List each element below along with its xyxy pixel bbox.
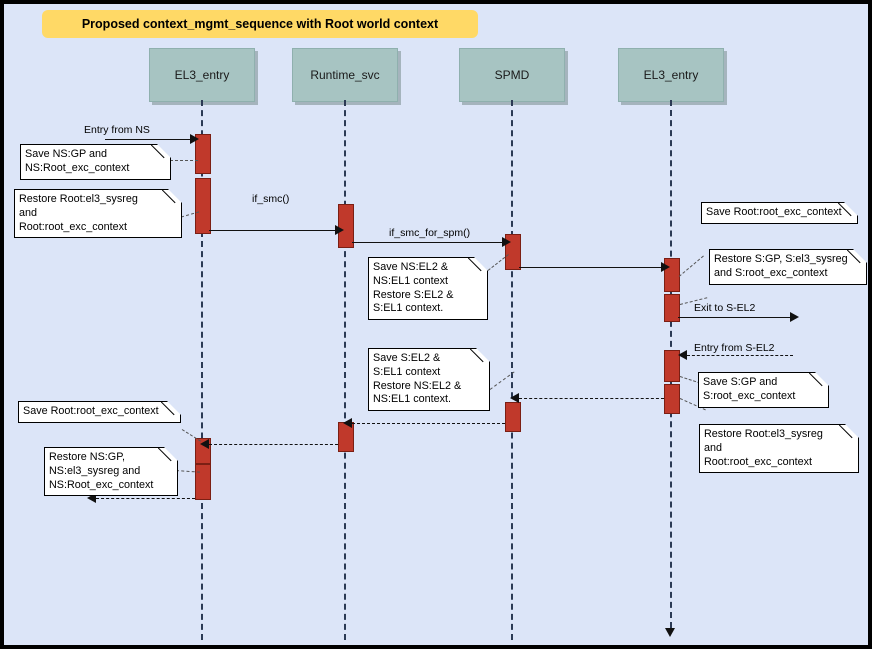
message-label-exit-to-s-el2: Exit to S-EL2 (692, 302, 758, 314)
note-line: NS:EL1 context. (373, 393, 452, 406)
actor-el3-entry-right[interactable]: EL3_entry (618, 48, 724, 102)
actor-label: SPMD (494, 68, 530, 82)
arrow-icon (335, 225, 344, 235)
note-link (181, 429, 201, 442)
note-link (678, 255, 704, 277)
note-line: Restore S:EL2 & (373, 288, 454, 301)
note-line: and (19, 206, 38, 219)
note-line: Save Root:root_exc_context (23, 405, 159, 417)
note-line: NS:Root_exc_context (25, 161, 130, 174)
actor-el3-entry-left[interactable]: EL3_entry (149, 48, 255, 102)
arrow-icon (510, 393, 519, 403)
lifeline-end-arrow-icon (665, 628, 675, 637)
note-line: Save S:EL2 & (373, 352, 441, 364)
note-save-ns-gp: Save NS:GP and NS:Root_exc_context (20, 144, 171, 180)
actor-label: EL3_entry (174, 68, 230, 82)
message-line-el3-left-exit (96, 498, 195, 499)
note-line: Save NS:EL2 & (373, 261, 449, 273)
message-line-spmd-to-runtime (352, 423, 505, 424)
activation-el3-left-2 (195, 178, 211, 234)
arrow-icon (343, 418, 352, 428)
message-line-runtime-to-el3-left (209, 444, 338, 445)
message-line-el3-right-to-spmd (519, 398, 664, 399)
arrow-icon (678, 350, 687, 360)
message-label-entry-from-ns: Entry from NS (82, 124, 152, 136)
message-line-entry-from-ns (105, 139, 191, 140)
message-line-if-smc-for-spm (352, 242, 505, 243)
arrow-icon (190, 134, 199, 144)
arrow-icon (200, 439, 209, 449)
note-line: Save S:GP and (703, 376, 778, 388)
note-line: Restore S:GP, S:el3_sysreg (714, 253, 848, 265)
note-line: S:EL1 context. (373, 302, 444, 315)
message-label-if-smc: if_smc() (250, 193, 292, 205)
arrow-icon (502, 237, 511, 247)
note-line: Root:root_exc_context (704, 455, 813, 468)
note-line: Restore NS:GP, (49, 451, 126, 463)
note-restore-root-el3-sysreg: Restore Root:el3_sysreg and Root:root_ex… (14, 189, 182, 239)
page-title: Proposed context_mgmt_sequence with Root… (81, 17, 439, 31)
note-restore-root-el3-sysreg-right: Restore Root:el3_sysreg and Root:root_ex… (699, 424, 859, 474)
arrow-icon (87, 493, 96, 503)
note-line: Save Root:root_exc_context (706, 206, 842, 218)
note-restore-ns-gp: Restore NS:GP, NS:el3_sysreg and NS:Root… (44, 447, 178, 497)
note-line: S:EL1 context (373, 365, 441, 378)
message-line-entry-from-s-el2 (687, 355, 793, 356)
message-line-if-smc (209, 230, 338, 231)
note-line: and S:root_exc_context (714, 266, 828, 279)
message-line-exit-to-s-el2 (678, 317, 793, 318)
note-line: S:root_exc_context (703, 389, 796, 402)
activation-el3-right-3 (664, 350, 680, 382)
message-label-entry-from-s-el2: Entry from S-EL2 (692, 342, 777, 354)
note-line: Root:root_exc_context (19, 220, 128, 233)
arrow-icon (661, 262, 670, 272)
note-link (170, 160, 198, 161)
actor-spmd[interactable]: SPMD (459, 48, 565, 102)
note-line: and (704, 441, 723, 454)
message-line-spmd-to-el3-right (519, 267, 664, 268)
lifeline-spmd (511, 100, 513, 640)
activation-el3-right-4 (664, 384, 680, 414)
activation-el3-left-1 (195, 134, 211, 174)
actor-label: Runtime_svc (310, 68, 380, 82)
diagram-canvas: Proposed context_mgmt_sequence with Root… (4, 4, 868, 645)
note-line: Restore Root:el3_sysreg (704, 428, 823, 440)
note-line: NS:Root_exc_context (49, 478, 154, 491)
actor-label: EL3_entry (643, 68, 699, 82)
lifeline-el3-entry-left (201, 100, 203, 640)
note-restore-s-gp: Restore S:GP, S:el3_sysreg and S:root_ex… (709, 249, 867, 285)
activation-el3-right-2 (664, 294, 680, 322)
lifeline-runtime-svc (344, 100, 346, 640)
activation-el3-left-4 (195, 464, 211, 500)
note-line: Save NS:GP and (25, 148, 108, 160)
note-save-root-exc-context-right: Save Root:root_exc_context (701, 202, 858, 224)
note-save-s-el2-restore-ns-el2: Save S:EL2 & S:EL1 context Restore NS:EL… (368, 348, 490, 412)
note-save-ns-el2-restore-s-el2: Save NS:EL2 & NS:EL1 context Restore S:E… (368, 257, 488, 321)
note-line: NS:el3_sysreg and (49, 464, 141, 477)
note-line: Restore Root:el3_sysreg (19, 193, 138, 205)
note-line: Restore NS:EL2 & (373, 379, 462, 392)
diagram-title-banner: Proposed context_mgmt_sequence with Root… (42, 10, 478, 38)
activation-spmd-2 (505, 402, 521, 432)
note-save-root-exc-context-left: Save Root:root_exc_context (18, 401, 181, 423)
arrow-icon (790, 312, 799, 322)
note-save-s-gp: Save S:GP and S:root_exc_context (698, 372, 829, 408)
message-label-if-smc-for-spm: if_smc_for_spm() (387, 227, 473, 239)
note-line: NS:EL1 context (373, 274, 449, 287)
actor-runtime-svc[interactable]: Runtime_svc (292, 48, 398, 102)
